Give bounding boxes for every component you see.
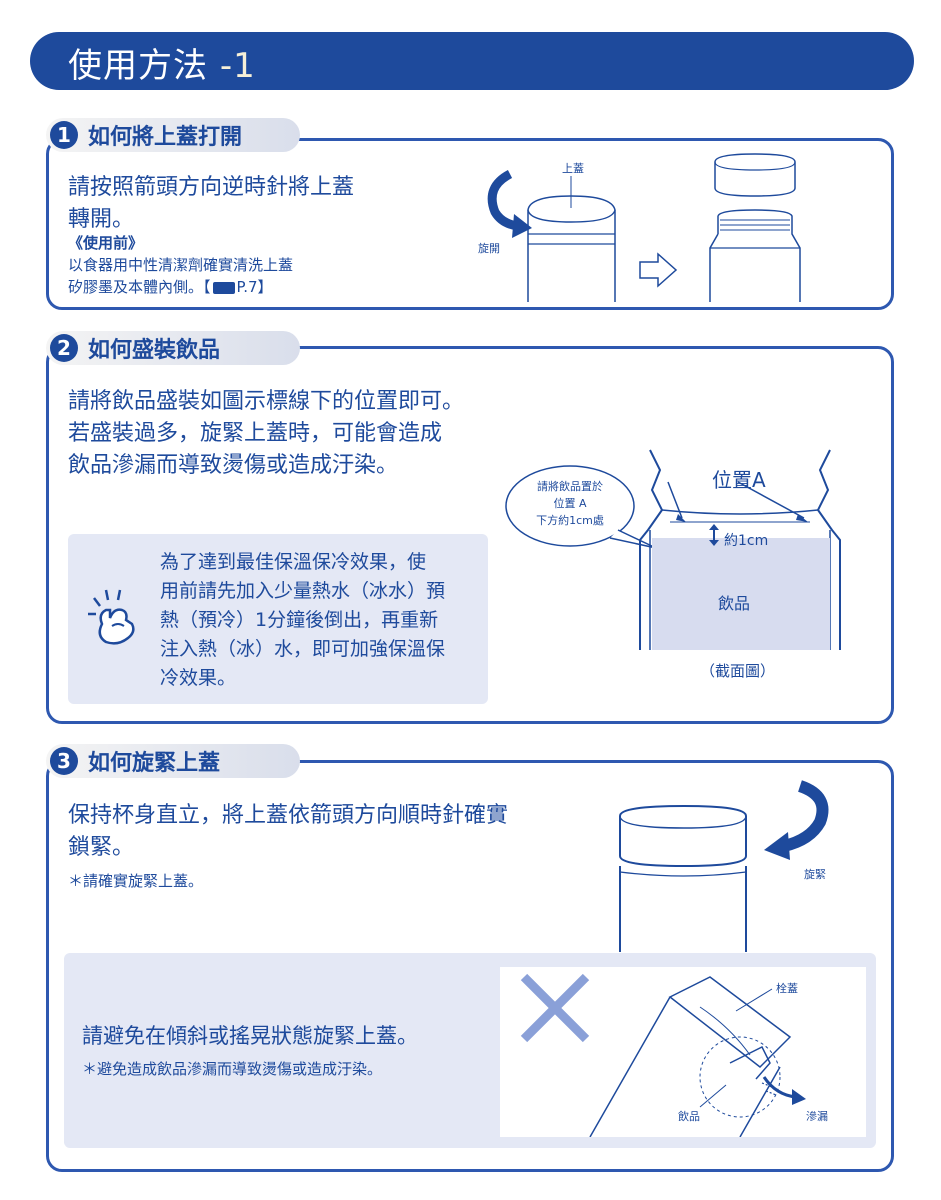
section-2-number: 2 xyxy=(50,334,78,362)
section-1-title: 如何將上蓋打開 xyxy=(88,125,243,150)
open-label: 旋開 xyxy=(478,242,500,255)
position-a-label: 位置A xyxy=(712,468,766,492)
section-1-note-line2: 矽膠墨及本體內側。【 xyxy=(68,278,211,296)
drink-label: 飲品 xyxy=(718,594,751,613)
cross-section-diagram xyxy=(505,449,841,650)
section-3-text-line2: 鎖緊。 xyxy=(68,835,135,860)
warning-leak-label: 滲漏 xyxy=(806,1110,828,1123)
section-2-text-line1: 請將飲品盛裝如圖示標線下的位置即可。 xyxy=(68,389,465,414)
tip-text: 為了達到最佳保溫保冷效果，使 用前請先加入少量熱水（冰水）預 熱（預冷）1分鐘後… xyxy=(160,548,480,693)
bottle-open-illustration xyxy=(487,153,801,302)
bubble-text: 請將飲品置於 位置 A 下方約1cm處 xyxy=(508,478,632,529)
distance-label: 約1cm xyxy=(724,533,769,549)
section-1-note-ref: P.7】 xyxy=(236,278,273,296)
section-3-instructions: 保持杯身直立，將上蓋依箭頭方向順時針確實 鎖緊。 xyxy=(68,800,608,864)
pointing-hand-icon xyxy=(212,281,235,294)
section-3-tab: 3 如何旋緊上蓋 xyxy=(46,744,300,778)
tip-line4: 注入熱（冰）水，即可加強保溫保 xyxy=(160,638,446,660)
section-2-text-line2: 若盛裝過多，旋緊上蓋時，可能會造成 xyxy=(68,421,443,446)
tip-line3: 熱（預冷）1分鐘後倒出，再重新 xyxy=(160,609,439,631)
section-2-title: 如何盛裝飲品 xyxy=(88,338,221,363)
warning-title: 請避免在傾斜或搖晃狀態旋緊上蓋。 xyxy=(82,1024,418,1048)
section-3-title: 如何旋緊上蓋 xyxy=(88,751,221,776)
tip-line1: 為了達到最佳保溫保冷效果，使 xyxy=(160,551,427,573)
before-use-label: 《使用前》 xyxy=(68,234,144,252)
section-3-text-line1: 保持杯身直立，將上蓋依箭頭方向順時針確實 xyxy=(68,803,509,828)
page-title-suffix: -1 xyxy=(219,46,256,86)
section-1-note-line1: 以食器用中性清潔劑確實清洗上蓋 xyxy=(68,256,294,274)
section-1-text-line2: 轉開。 xyxy=(68,207,135,232)
page-title: 使用方法 -1 xyxy=(68,38,256,87)
bubble-line3: 下方約1cm處 xyxy=(536,514,604,527)
section-2-text-line3: 飲品滲漏而導致燙傷或造成汙染。 xyxy=(68,453,399,478)
section-1-text-line1: 請按照箭頭方向逆時針將上蓋 xyxy=(68,175,355,200)
tighten-label: 旋緊 xyxy=(804,868,826,881)
warning-note: ＊避免造成飲品滲漏而導致燙傷或造成汙染。 xyxy=(82,1060,383,1078)
header-bar xyxy=(30,32,914,90)
section-1-tab: 1 如何將上蓋打開 xyxy=(46,118,300,152)
tip-box xyxy=(68,534,488,704)
section-1-instructions: 請按照箭頭方向逆時針將上蓋 轉開。 xyxy=(68,172,428,236)
lid-label: 上蓋 xyxy=(562,162,584,175)
section-3-note: ＊請確實旋緊上蓋。 xyxy=(68,872,204,890)
bottle-tighten-illustration xyxy=(619,780,829,952)
tip-line5: 冷效果。 xyxy=(160,667,237,689)
diagram-caption: （截面圖） xyxy=(700,662,776,680)
bubble-line2: 位置 A xyxy=(553,497,587,510)
section-1-note: 《使用前》 以食器用中性清潔劑確實清洗上蓋 矽膠墨及本體內側。【 P.7】 xyxy=(68,232,428,298)
bubble-line1: 請將飲品置於 xyxy=(537,480,603,493)
hand-tip-icon xyxy=(88,589,135,645)
section-2-tab: 2 如何盛裝飲品 xyxy=(46,331,300,365)
page-title-text: 使用方法 xyxy=(68,46,208,86)
tip-line2: 用前請先加入少量熱水（冰水）預 xyxy=(160,580,446,602)
warning-lid-label: 栓蓋 xyxy=(776,982,798,995)
section-1-number: 1 xyxy=(50,121,78,149)
section-3-number: 3 xyxy=(50,747,78,775)
tilted-bottle-illustration xyxy=(520,973,806,1137)
warning-drink-label: 飲品 xyxy=(678,1110,700,1123)
section-2-instructions: 請將飲品盛裝如圖示標線下的位置即可。 若盛裝過多，旋緊上蓋時，可能會造成 飲品滲… xyxy=(68,386,538,482)
